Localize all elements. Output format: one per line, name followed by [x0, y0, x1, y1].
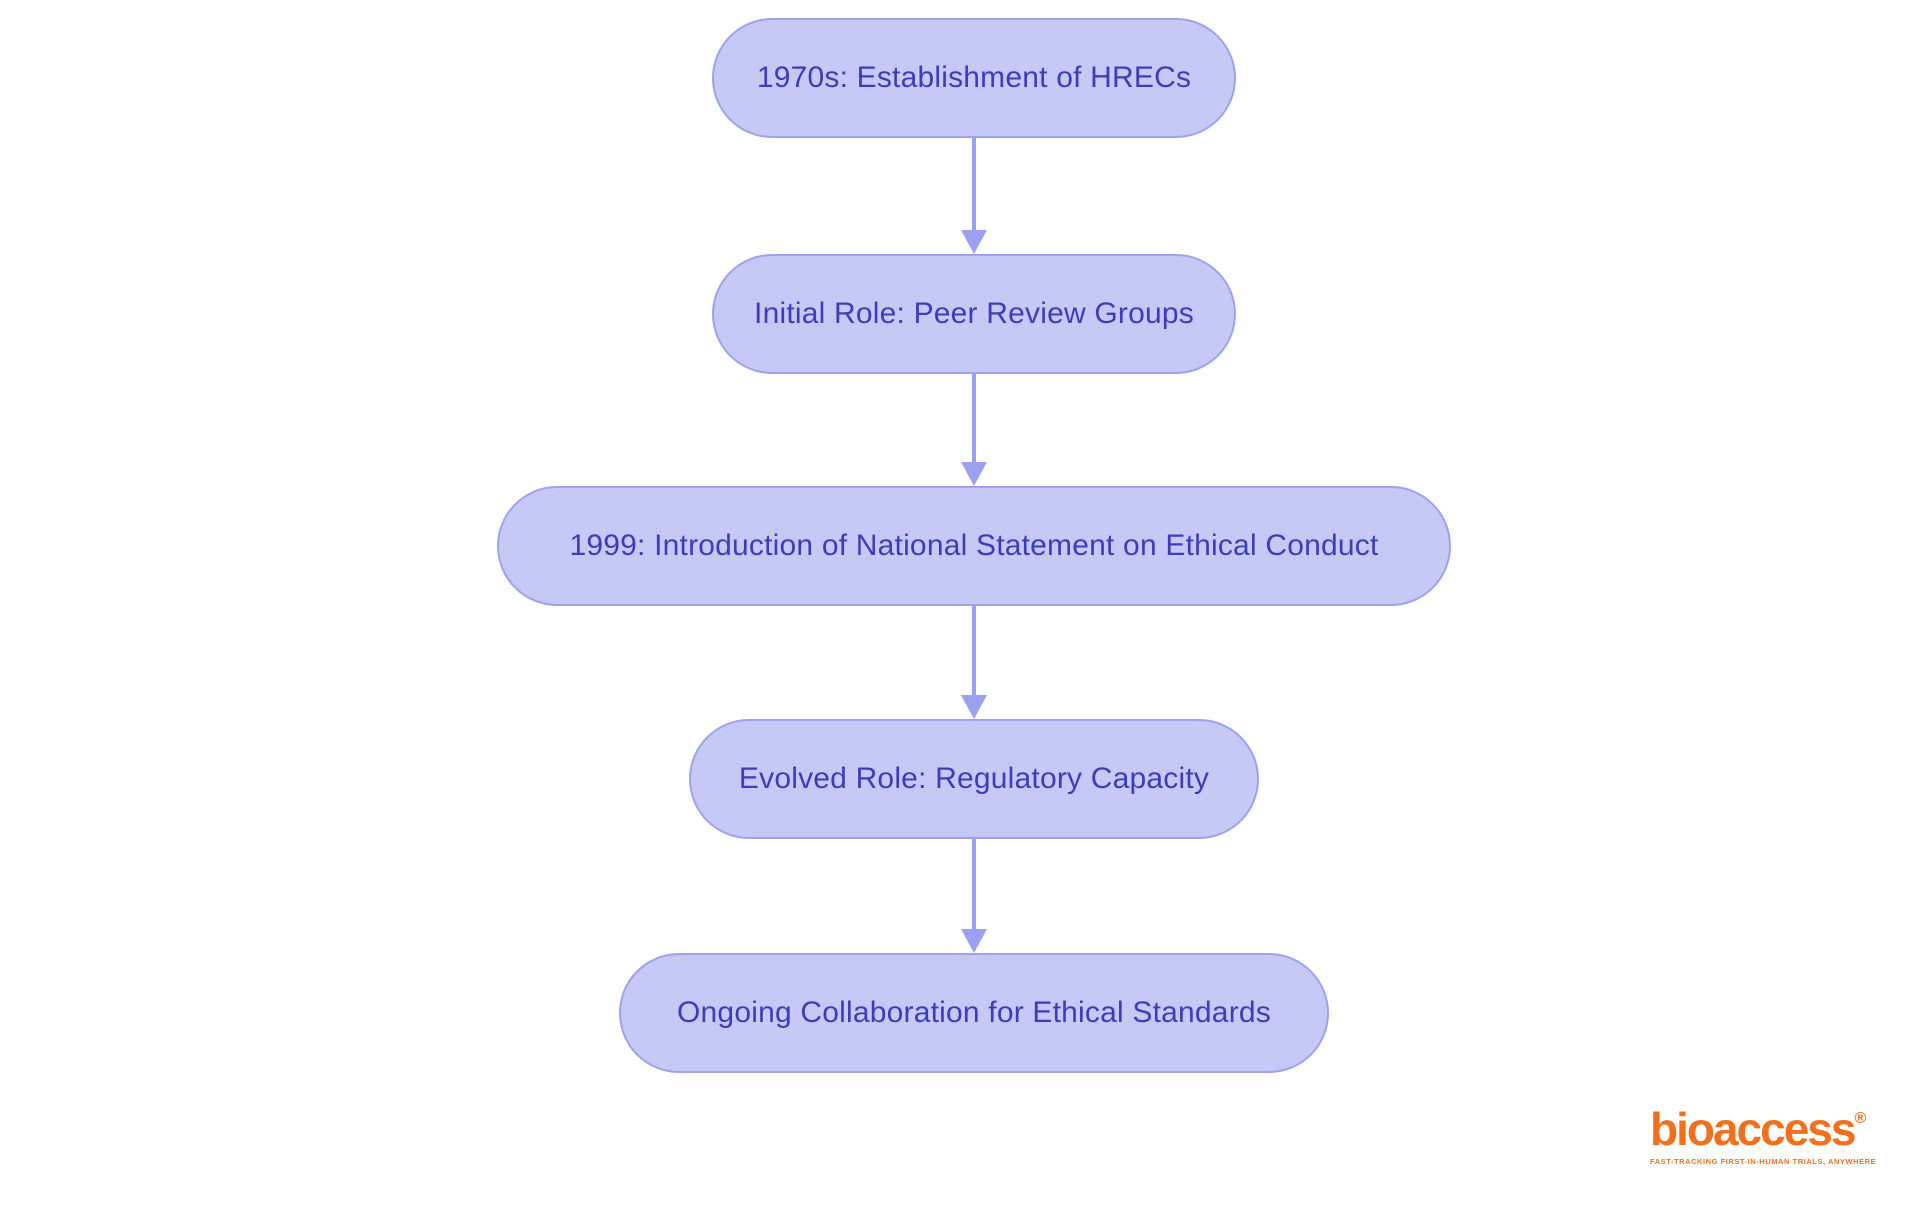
- arrow-shaft: [972, 606, 976, 695]
- arrow-connector-1: [961, 138, 987, 254]
- arrow-shaft: [972, 374, 976, 462]
- arrow-shaft: [972, 138, 976, 230]
- flow-node-label: Evolved Role: Regulatory Capacity: [738, 762, 1210, 795]
- arrow-connector-3: [961, 606, 987, 719]
- arrow-head-icon: [961, 462, 987, 486]
- arrow-shaft: [972, 839, 976, 929]
- arrow-head-icon: [961, 929, 987, 953]
- bioaccess-logo-wordmark: bioaccess®: [1650, 1106, 1890, 1152]
- bioaccess-logo-tagline: FAST-TRACKING FIRST-IN-HUMAN TRIALS, ANY…: [1650, 1157, 1877, 1166]
- flow-node-evolved-role: Evolved Role: Regulatory Capacity: [689, 719, 1259, 839]
- flow-node-label: 1970s: Establishment of HRECs: [756, 61, 1192, 94]
- bioaccess-logo: bioaccess® FAST-TRACKING FIRST-IN-HUMAN …: [1650, 1106, 1890, 1166]
- arrow-head-icon: [961, 695, 987, 719]
- flow-node-label: 1999: Introduction of National Statement…: [569, 529, 1379, 562]
- flow-node-initial-role: Initial Role: Peer Review Groups: [712, 254, 1236, 374]
- arrow-head-icon: [961, 230, 987, 254]
- flow-node-label: Ongoing Collaboration for Ethical Standa…: [677, 996, 1271, 1029]
- registered-trademark-icon: ®: [1854, 1110, 1867, 1127]
- flow-node-1970s-establishment: 1970s: Establishment of HRECs: [712, 18, 1236, 138]
- logo-brand-text: bioaccess: [1650, 1103, 1856, 1155]
- flow-node-1999-national-statement: 1999: Introduction of National Statement…: [497, 486, 1451, 606]
- arrow-connector-4: [961, 839, 987, 953]
- flow-node-ongoing-collaboration: Ongoing Collaboration for Ethical Standa…: [619, 953, 1329, 1073]
- arrow-connector-2: [961, 374, 987, 486]
- flow-node-label: Initial Role: Peer Review Groups: [754, 297, 1194, 330]
